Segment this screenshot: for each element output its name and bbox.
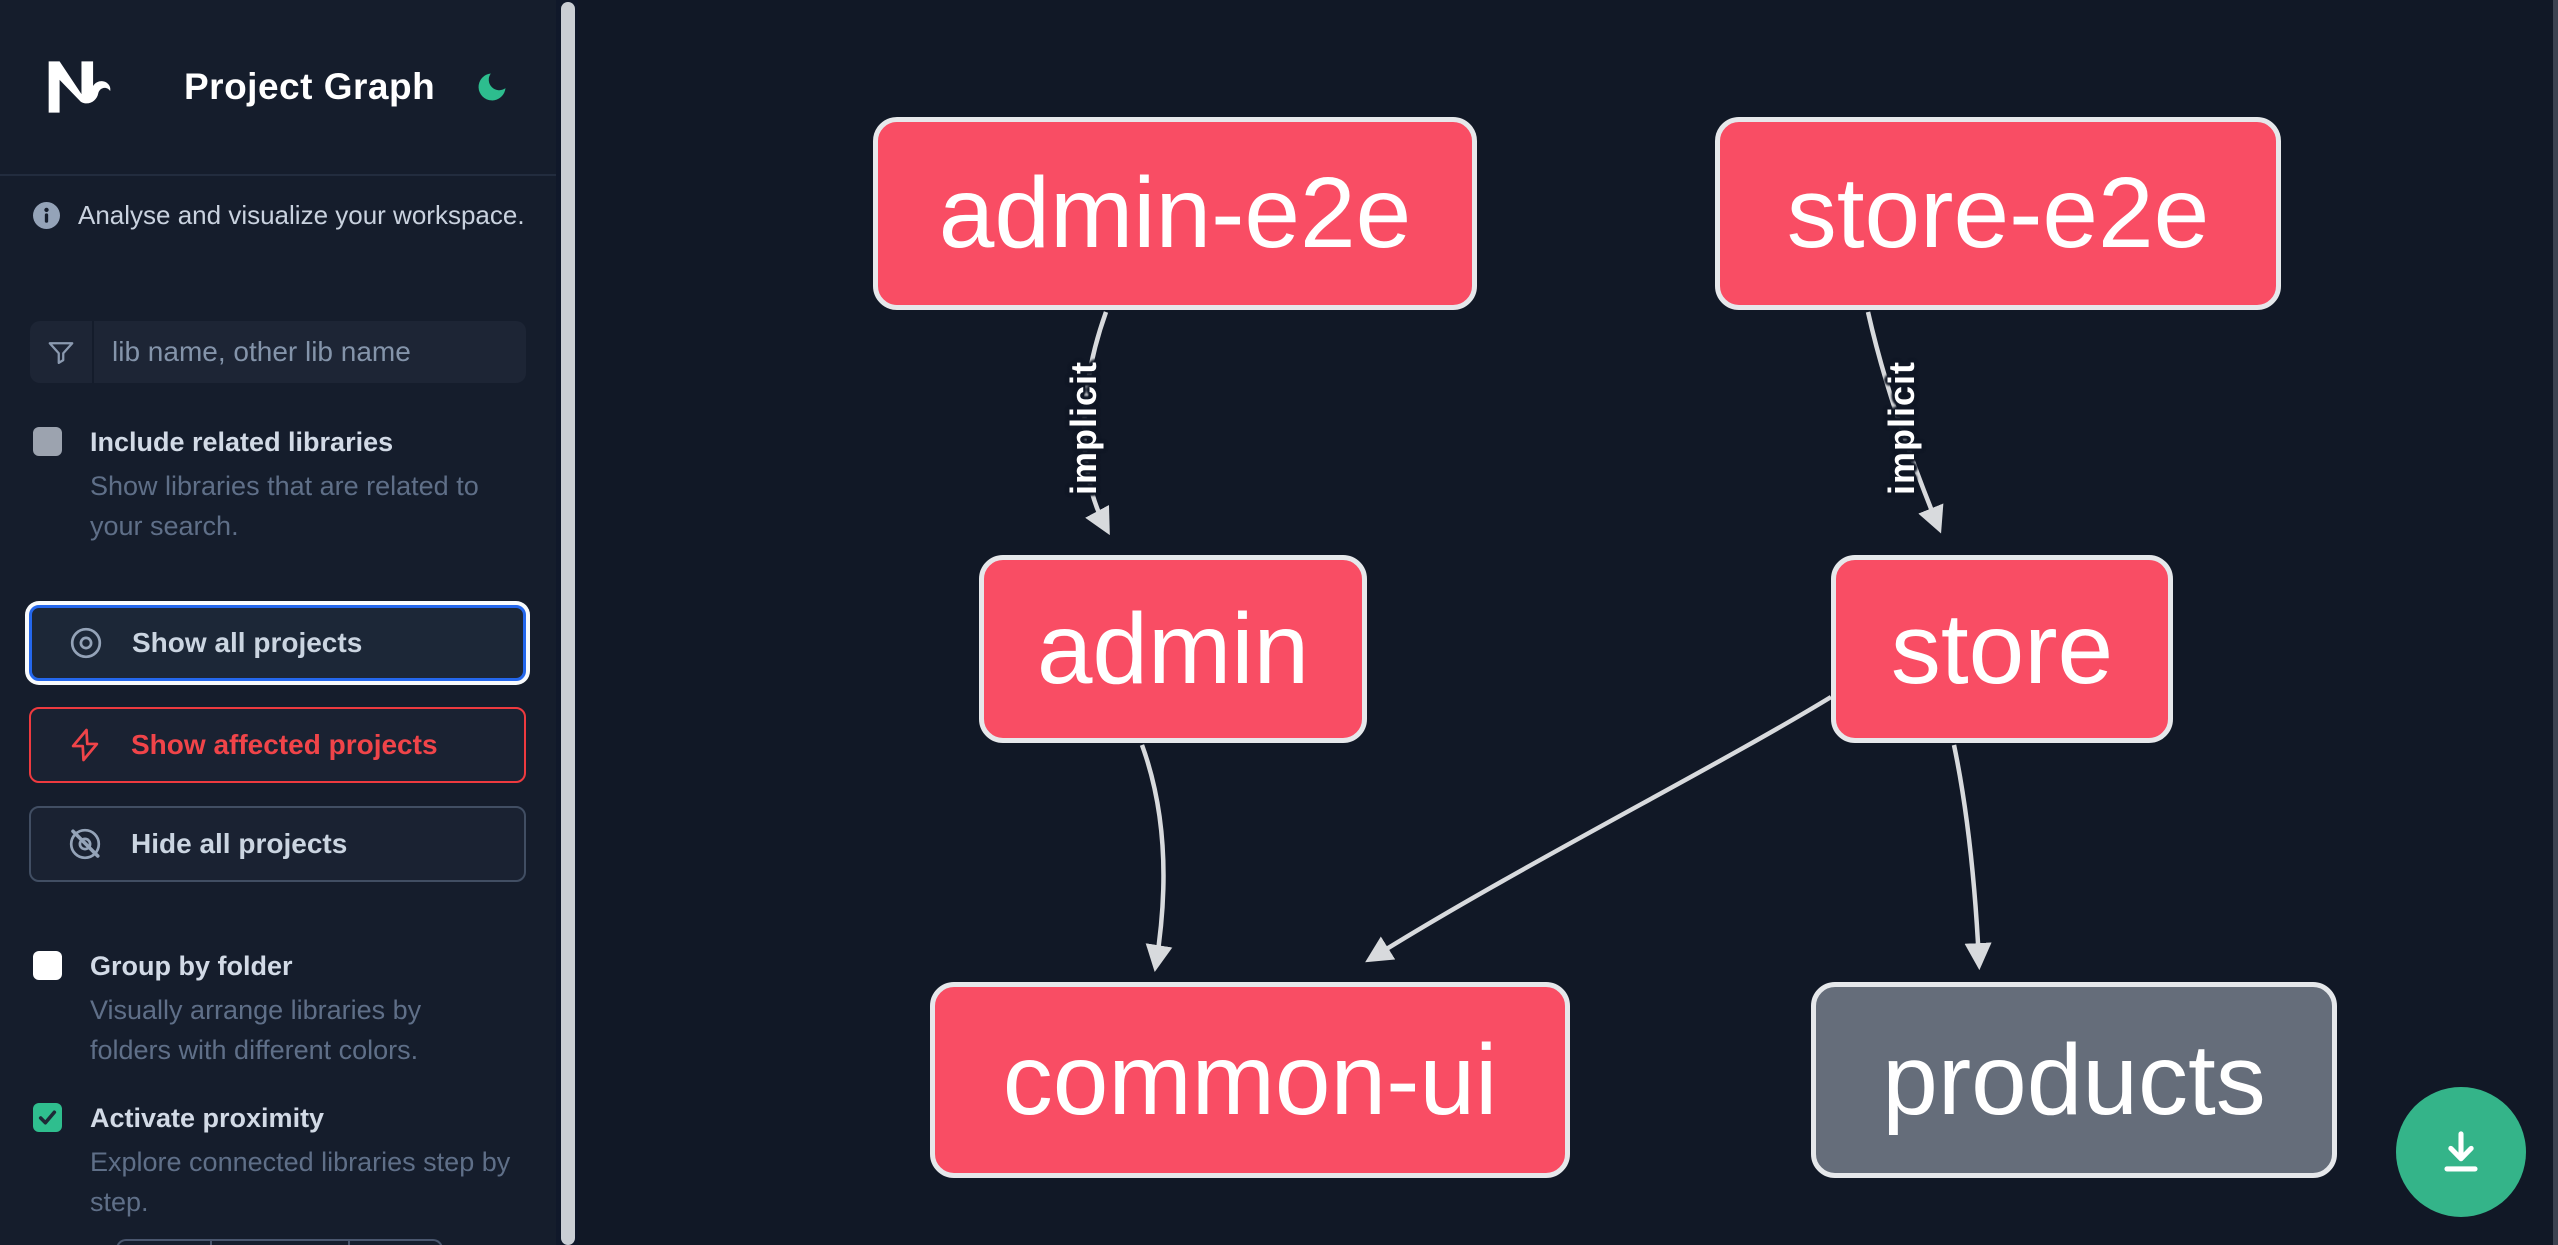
graph-canvas[interactable]: admin-e2e store-e2e admin store common-u… [578,0,2558,1245]
group-by-folder-label: Group by folder [90,951,293,981]
hide-all-projects-button[interactable]: Hide all projects [29,806,526,882]
workspace-tagline: Analyse and visualize your workspace. [33,200,526,231]
download-icon [2444,1131,2478,1172]
graph-node-products[interactable]: products [1811,982,2337,1178]
show-all-projects-button[interactable]: Show all projects [29,605,526,681]
show-affected-projects-label: Show affected projects [131,729,438,760]
edge-admin-common-ui [1139,744,1173,972]
group-by-folder-checkbox[interactable] [33,951,62,980]
graph-node-store[interactable]: store [1831,555,2173,743]
graph-node-admin-e2e[interactable]: admin-e2e [873,117,1477,310]
include-related-checkbox[interactable] [33,427,62,456]
tagline-text: Analyse and visualize your workspace. [78,200,525,230]
edge-label-implicit-store: implicit [1881,360,1922,496]
activate-proximity-row: Activate proximity Explore connected lib… [33,1103,528,1222]
group-by-folder-description: Visually arrange libraries by folders wi… [90,995,422,1065]
bolt-icon [71,728,99,762]
sidebar: Project Graph Analyse and visualize your… [0,0,556,1245]
check-icon [38,1110,57,1125]
include-related-description: Show libraries that are related to your … [90,471,479,541]
edge-label-implicit-admin: implicit [1063,360,1104,496]
eye-icon [70,627,102,659]
eye-off-icon [69,828,101,860]
edge-admin-e2e-admin [1082,311,1110,536]
download-graph-button[interactable] [2396,1087,2526,1217]
graph-node-admin[interactable]: admin [979,555,1367,743]
page-title: Project Graph [184,66,436,107]
activate-proximity-label: Activate proximity [90,1103,325,1133]
sidebar-scrollbar-thumb[interactable] [561,2,575,1245]
activate-proximity-checkbox[interactable] [33,1103,62,1132]
edge-store-products [1951,744,1992,971]
hide-all-projects-label: Hide all projects [131,828,348,859]
nx-logo [48,61,111,113]
project-filter-search [30,321,526,383]
proximity-stepper[interactable] [116,1239,443,1245]
edge-store-e2e-store [1865,311,1944,534]
graph-node-common-ui[interactable]: common-ui [930,982,1570,1178]
sidebar-header: Project Graph [0,0,556,176]
show-all-projects-label: Show all projects [132,627,363,658]
funnel-icon [30,321,94,383]
info-icon [33,202,60,229]
sidebar-scrollbar-track [556,0,578,1245]
include-related-label: Include related libraries [90,427,394,457]
show-affected-projects-button[interactable]: Show affected projects [29,707,526,783]
edge-store-common-ui [1365,695,1833,963]
dark-mode-moon-icon[interactable] [474,69,510,105]
activate-proximity-description: Explore connected libraries step by step… [90,1147,511,1217]
search-input[interactable] [94,321,526,383]
include-related-row: Include related libraries Show libraries… [33,427,528,546]
graph-node-store-e2e[interactable]: store-e2e [1715,117,2281,310]
group-by-folder-row: Group by folder Visually arrange librari… [33,951,528,1070]
graph-edges [1082,311,1992,972]
window-scrollbar-edge [2553,0,2558,1245]
